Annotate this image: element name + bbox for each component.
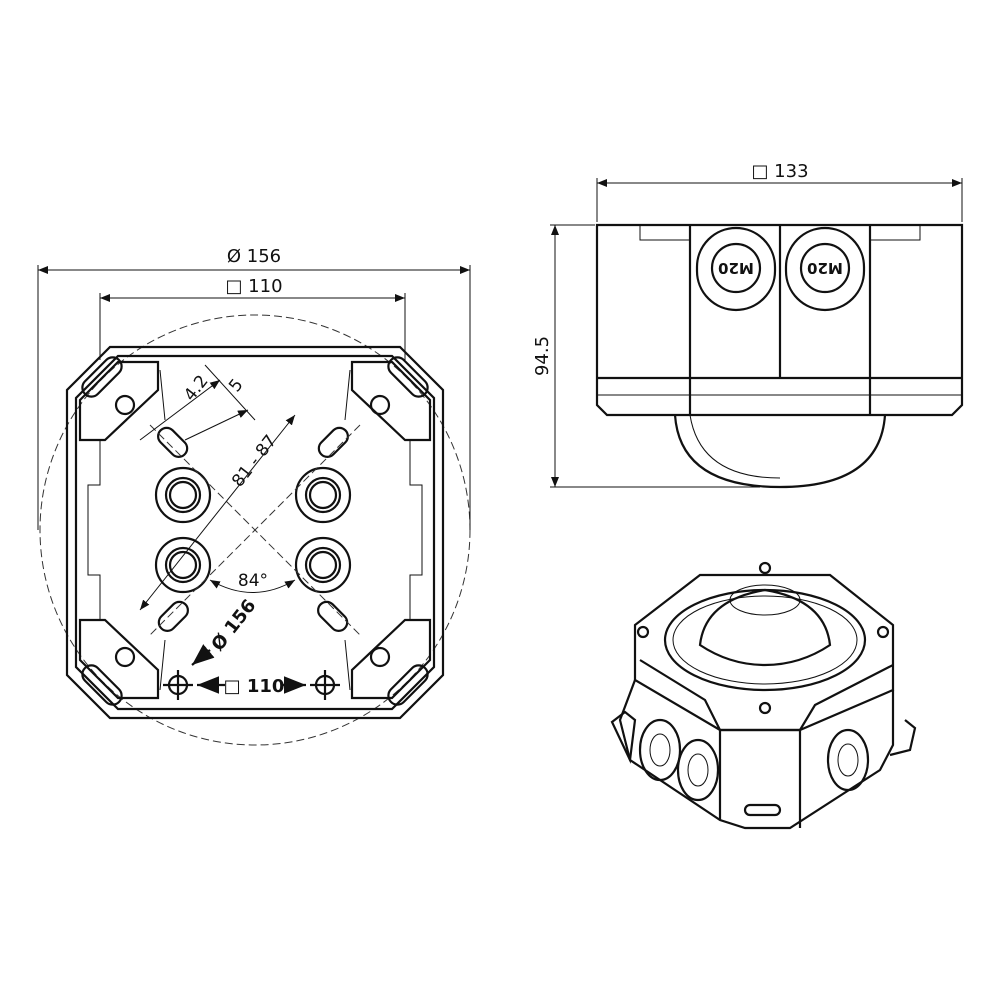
side-view: □ 133 94.5 M20 M20 [532, 161, 964, 489]
slot-distance-label: 81 - 87 [228, 431, 281, 491]
m20-gland-left: M20 [695, 226, 777, 312]
angle-label: 84° [238, 571, 268, 591]
diameter-label: Ø 156 [227, 246, 281, 267]
iso-top [633, 573, 895, 732]
corner-pockets [78, 356, 432, 706]
slot-width-label: 4.2 [180, 371, 212, 405]
gland-label: M20 [718, 259, 754, 277]
iso-cable-entries [638, 718, 870, 802]
mount-diameter-label: Ø 156 [207, 596, 260, 656]
isometric-view [610, 561, 917, 830]
gland-label: M20 [807, 259, 843, 277]
m20-gland-right: M20 [784, 226, 866, 312]
width-label: □ 133 [751, 161, 808, 182]
slot-length-label: 5 [225, 375, 247, 396]
iso-dome [698, 588, 832, 667]
mount-hole-markers [163, 670, 340, 700]
top-view: Ø 156 □ 110 [37, 246, 471, 746]
height-label: 94.5 [532, 336, 553, 376]
side-body [595, 223, 964, 417]
box-outline [65, 345, 445, 720]
mount-square-label: □ 110 [224, 676, 285, 697]
dome [673, 414, 887, 489]
square-label: □ 110 [225, 276, 282, 297]
